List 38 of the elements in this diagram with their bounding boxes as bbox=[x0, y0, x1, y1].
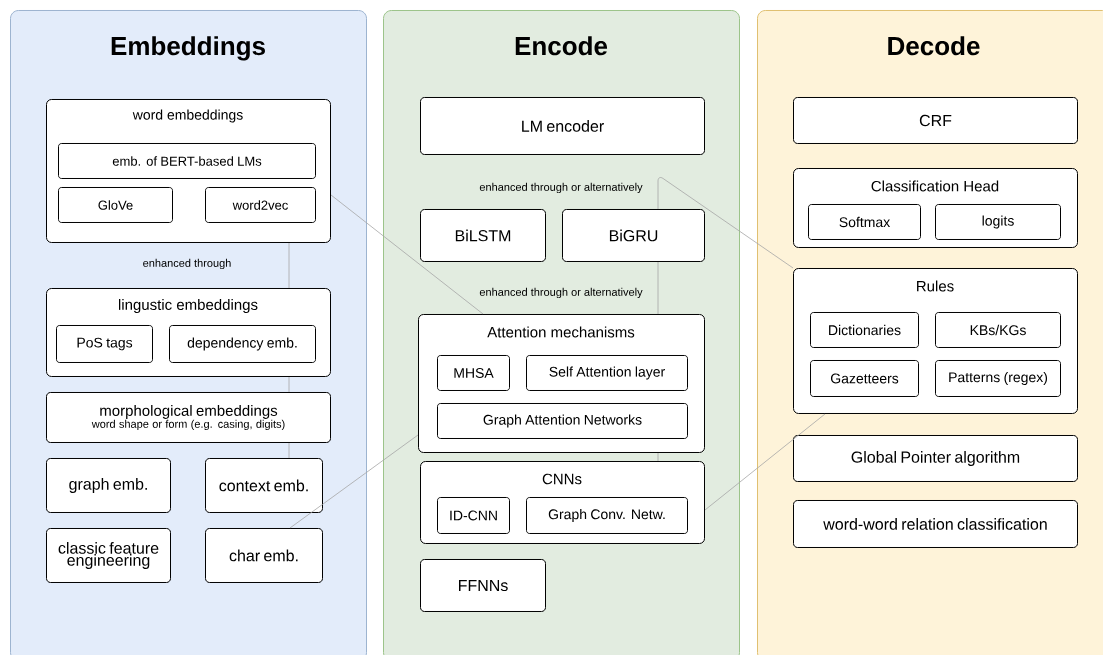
process-box: PoS tags bbox=[56, 325, 153, 363]
process-box: Patterns (regex) bbox=[935, 360, 1061, 397]
process-box: emb. of BERT-based LMs bbox=[58, 143, 316, 179]
annotation-text: enhanced through or alternatively bbox=[479, 287, 643, 299]
process-box: Graph Attention Networks bbox=[437, 403, 688, 439]
annotation-text: enhanced through bbox=[143, 258, 231, 270]
process-box: word-word relation classification bbox=[793, 500, 1078, 548]
connector-line bbox=[657, 177, 794, 269]
process-box: BiGRU bbox=[562, 209, 705, 262]
process-box: Graph Conv. Netw. bbox=[526, 497, 688, 534]
connector-line bbox=[289, 434, 419, 529]
process-box: MHSA bbox=[437, 355, 510, 391]
process-box: word2vec bbox=[205, 187, 316, 223]
process-box: Dictionaries bbox=[810, 312, 919, 348]
process-box: Global Pointer algorithm bbox=[793, 435, 1078, 482]
connector-line bbox=[704, 413, 826, 511]
process-box: KBs/KGs bbox=[935, 312, 1061, 348]
connector-line bbox=[288, 442, 290, 459]
annotation-text: enhanced through or alternatively bbox=[479, 182, 643, 194]
process-box: LM encoder bbox=[420, 97, 705, 155]
process-box: Self Attention layer bbox=[526, 355, 688, 391]
process-box: graph emb. bbox=[46, 458, 171, 513]
process-box: Softmax bbox=[808, 204, 921, 240]
process-box: logits bbox=[935, 204, 1061, 240]
connector-line bbox=[288, 242, 290, 289]
process-box: FFNNs bbox=[420, 559, 546, 612]
process-box: GloVe bbox=[58, 187, 173, 223]
connector-line bbox=[288, 376, 290, 393]
process-box: dependency emb. bbox=[169, 325, 316, 363]
process-box: morphological embeddings word shape or form (e.g. casing, digits) bbox=[46, 392, 331, 443]
process-box: Gazetteers bbox=[810, 360, 919, 397]
process-box: context emb. bbox=[205, 458, 323, 513]
process-box: CRF bbox=[793, 97, 1078, 144]
process-box: classic feature engineering bbox=[46, 528, 171, 583]
process-box: char emb. bbox=[205, 528, 323, 583]
connector-line bbox=[330, 194, 484, 315]
process-box: BiLSTM bbox=[420, 209, 546, 262]
process-box: ID-CNN bbox=[437, 497, 510, 534]
